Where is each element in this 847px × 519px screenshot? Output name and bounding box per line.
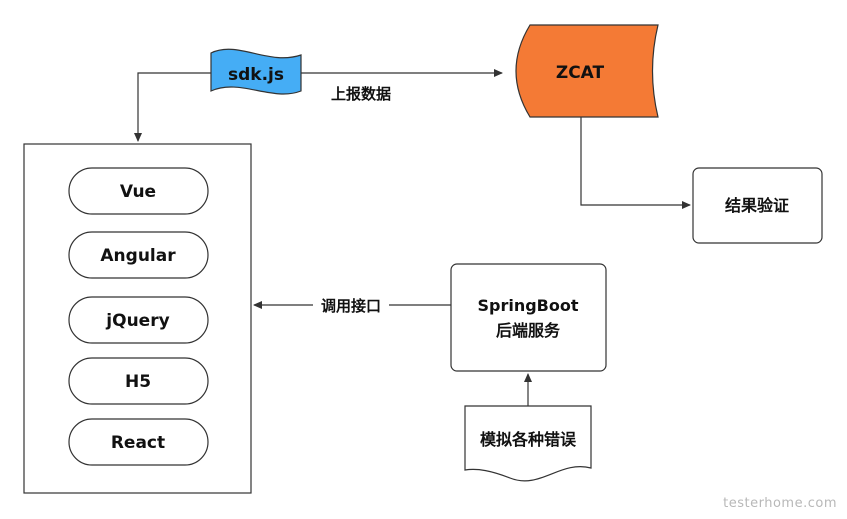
watermark: testerhome.com <box>723 496 837 511</box>
verify-label: 结果验证 <box>724 196 789 215</box>
errors-label: 模拟各种错误 <box>480 430 577 449</box>
framework-angular-label: Angular <box>100 246 176 266</box>
errors-shape <box>464 405 592 482</box>
framework-h5: H5 <box>68 357 209 405</box>
framework-angular: Angular <box>68 231 209 279</box>
edge-label-report: 上报数据 <box>331 85 391 103</box>
springboot-label-line2: 后端服务 <box>496 321 561 340</box>
zcat-shape <box>515 24 659 118</box>
framework-jquery-label: jQuery <box>105 311 169 331</box>
zcat-node: ZCAT <box>515 24 659 118</box>
edge-zcat-to-verify <box>580 117 691 209</box>
framework-h5-label: H5 <box>125 372 151 392</box>
springboot-node: SpringBoot 后端服务 <box>450 263 607 372</box>
edge-sdk-to-frontend <box>134 72 211 142</box>
framework-vue: Vue <box>68 167 209 215</box>
framework-react: React <box>68 418 209 466</box>
verify-node: 结果验证 <box>692 167 823 244</box>
edge-label-call: 调用接口 <box>321 297 381 315</box>
framework-react-label: React <box>111 433 165 453</box>
edge-label-call-bg <box>313 295 389 315</box>
framework-vue-label: Vue <box>120 182 156 202</box>
sdk-node: sdk.js <box>210 48 302 95</box>
zcat-label: ZCAT <box>556 63 605 83</box>
errors-node: 模拟各种错误 <box>464 405 592 482</box>
sdk-shape <box>210 48 302 95</box>
framework-jquery: jQuery <box>68 296 209 344</box>
sdk-label: sdk.js <box>228 65 284 85</box>
springboot-label-line1: SpringBoot <box>477 296 578 315</box>
